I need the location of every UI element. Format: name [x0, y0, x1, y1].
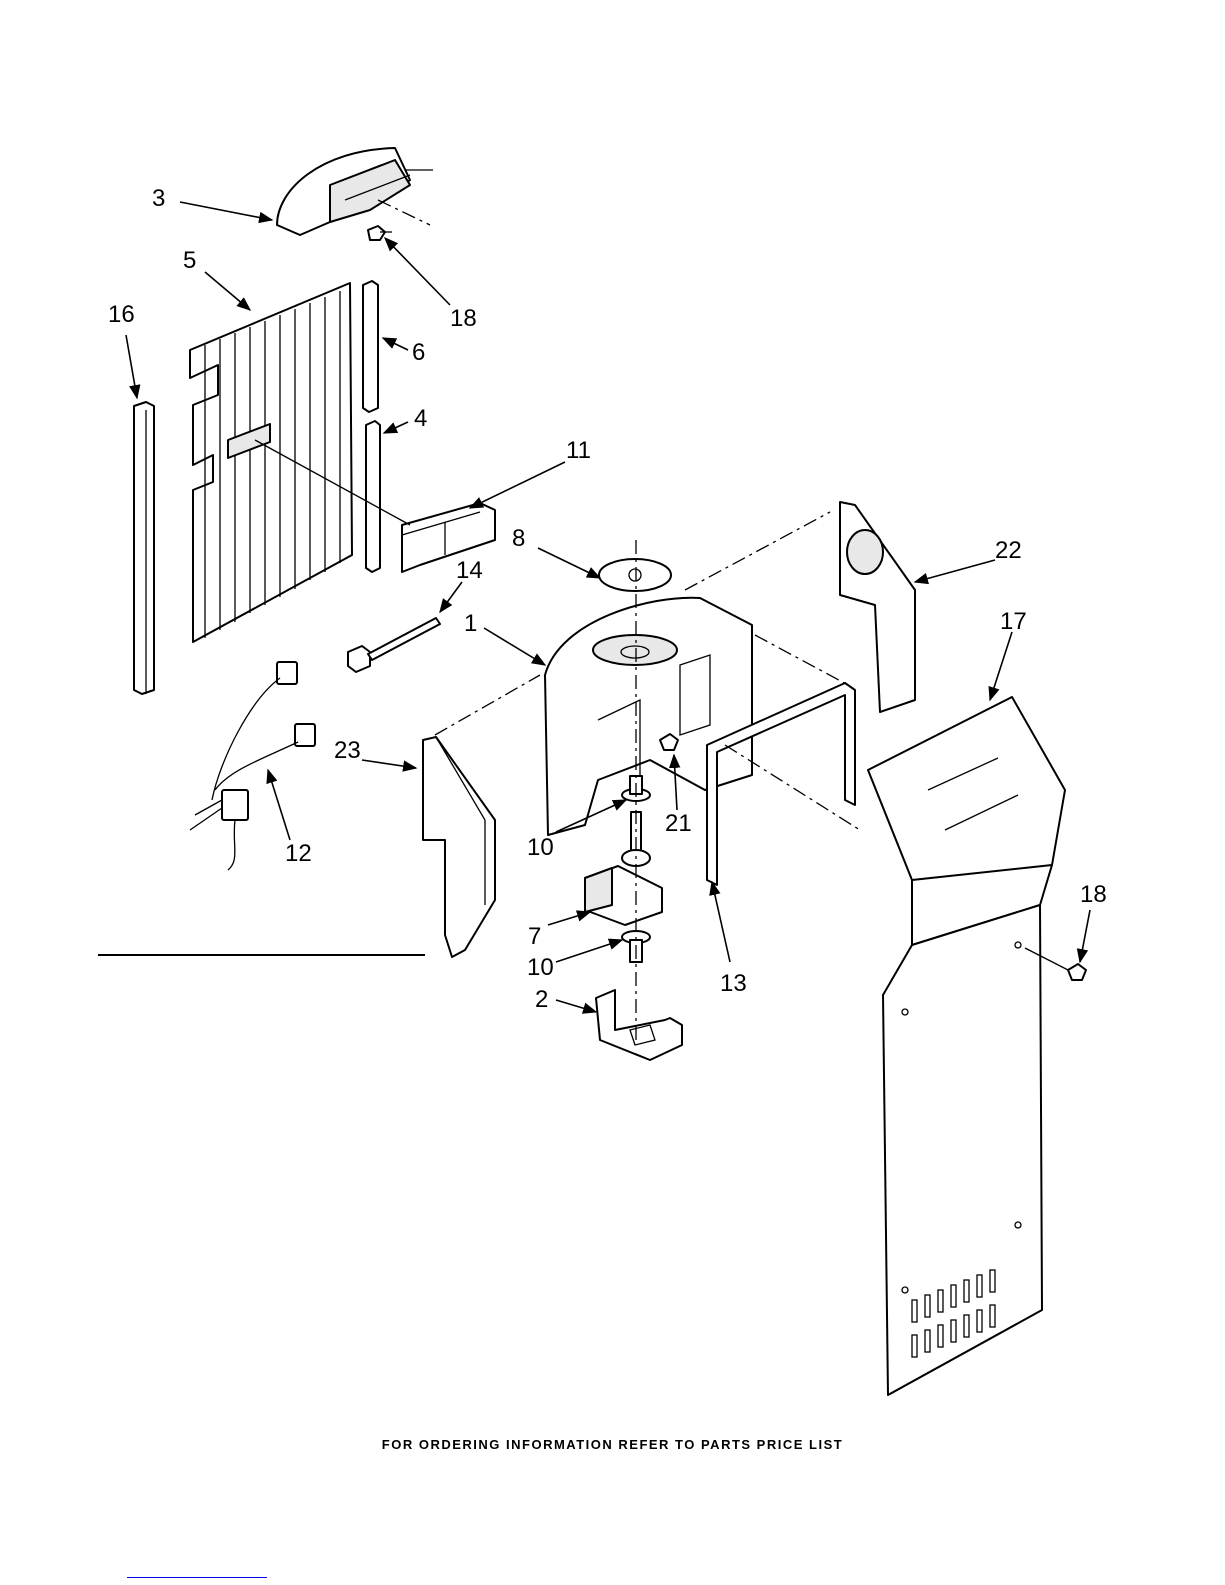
part-18-screw-top	[368, 226, 392, 240]
callout-18: 18	[450, 305, 477, 332]
part-7-fan-motor	[585, 812, 662, 925]
alignment-lines	[435, 512, 860, 1045]
callout-17: 17	[1000, 608, 1027, 635]
callout-3: 3	[152, 185, 165, 212]
callout-22: 22	[995, 537, 1022, 564]
callout-8: 8	[512, 525, 525, 552]
callout-12: 12	[285, 840, 312, 867]
part-6-foam-strip	[363, 281, 378, 412]
part-14-cable-tie	[348, 618, 440, 672]
callout-21: 21	[665, 810, 692, 837]
part-17-rear-panel	[868, 697, 1065, 1395]
part-16-foam-strip	[134, 402, 154, 694]
callout-6: 6	[412, 339, 425, 366]
part-2-motor-bracket	[596, 990, 682, 1060]
callout-11: 11	[566, 437, 591, 464]
callout-13: 13	[720, 970, 747, 997]
callout-14: 14	[456, 557, 483, 584]
callout-10: 10	[527, 834, 554, 861]
part-4-foam-strip	[366, 421, 380, 572]
callout-16: 16	[108, 301, 135, 328]
callout-18: 18	[1080, 881, 1107, 908]
part-3-duct-cover	[277, 148, 433, 235]
callout-5: 5	[183, 247, 196, 274]
part-22-side-panel	[840, 502, 915, 712]
callout-4: 4	[414, 405, 427, 432]
part-1-fan-shroud	[545, 598, 752, 835]
callout-7: 7	[528, 923, 541, 950]
ordering-info-footer: FOR ORDERING INFORMATION REFER TO PARTS …	[0, 1437, 1225, 1452]
part-12-wire-harness	[190, 662, 315, 870]
bottom-link-underline[interactable]	[127, 1577, 267, 1578]
part-5-evaporator-coil	[190, 283, 352, 642]
callout-23: 23	[334, 737, 361, 764]
part-23-side-panel	[423, 737, 495, 957]
callout-2: 2	[535, 986, 548, 1013]
callout-1: 1	[464, 610, 477, 637]
callout-10: 10	[527, 954, 554, 981]
part-8-fan-blade	[599, 559, 671, 591]
